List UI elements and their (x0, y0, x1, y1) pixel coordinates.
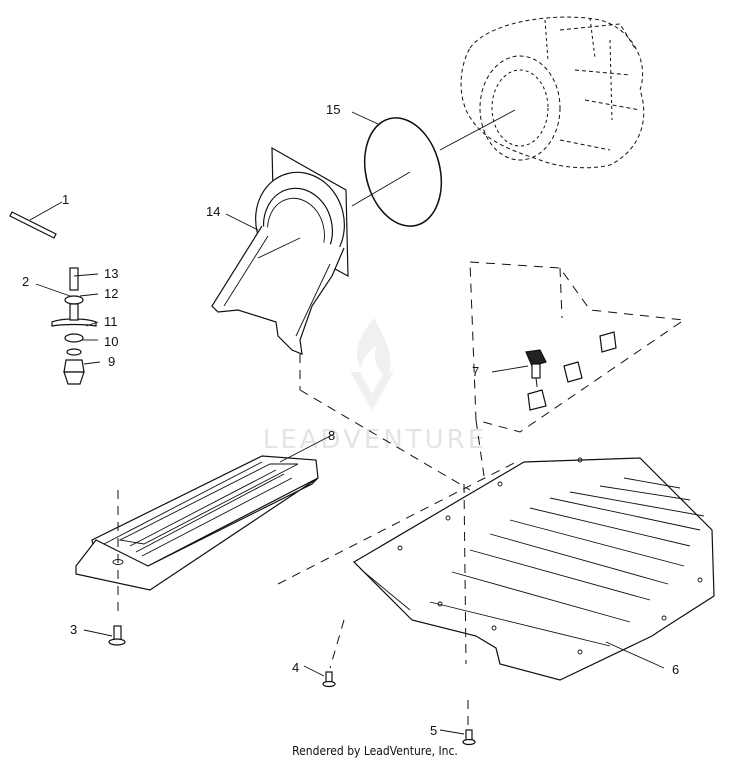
footrest-pad (75, 433, 335, 612)
fastener-stack (35, 267, 101, 385)
callout-7: 7 (472, 364, 479, 379)
floorboard-ribs (429, 477, 705, 647)
callout-11: 11 (104, 314, 118, 329)
callout-2: 2 (22, 274, 29, 289)
screw-5 (439, 700, 476, 746)
callout-8: 8 (328, 428, 335, 443)
callout-5: 5 (430, 723, 437, 738)
mounting-frame-outline (469, 261, 686, 477)
callout-1: 1 (62, 192, 69, 207)
grommet-right (599, 331, 617, 353)
callout-14: 14 (206, 204, 220, 219)
leadventure-flame-logo (350, 318, 394, 410)
wire-tie (9, 201, 63, 239)
callout-4: 4 (292, 660, 299, 675)
callout-12: 12 (104, 286, 118, 301)
leader-lines (225, 111, 379, 231)
watermark: LEADVENTURE (263, 318, 487, 455)
watermark-text: LEADVENTURE (263, 425, 487, 455)
floorboard-mat (277, 457, 715, 681)
callout-6: 6 (672, 662, 679, 677)
callouts: 1 2 3 4 5 6 7 8 9 10 11 12 13 14 15 (22, 102, 679, 738)
screw-3 (83, 625, 126, 646)
callout-9: 9 (108, 354, 115, 369)
bellows-adapter (211, 146, 471, 491)
grommet-left (563, 361, 583, 383)
grommet-lower (527, 389, 547, 411)
push-fastener (491, 349, 547, 395)
callout-10: 10 (104, 334, 118, 349)
o-ring-gasket (351, 109, 516, 227)
footer-credit: Rendered by LeadVenture, Inc. (292, 744, 458, 758)
callout-13: 13 (104, 266, 118, 281)
screw-4 (303, 619, 345, 688)
callout-3: 3 (70, 622, 77, 637)
callout-15: 15 (326, 102, 340, 117)
transmission-housing (460, 16, 645, 169)
